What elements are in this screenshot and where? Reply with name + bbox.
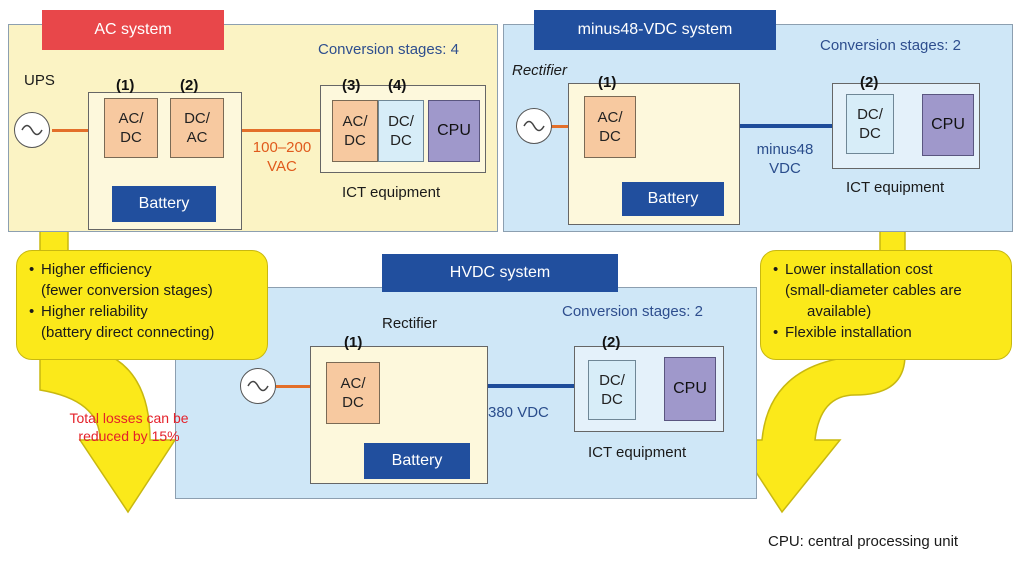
conv-label-top: AC/	[597, 109, 623, 126]
conv-label-bottom: DC	[120, 129, 142, 146]
sine-wave-icon	[247, 380, 269, 392]
voltage-line-1: minus48	[756, 141, 814, 158]
voltage-line-1: 100–200	[252, 139, 312, 156]
right-curved-arrow	[733, 217, 906, 514]
voltage-line-2: VDC	[769, 160, 801, 177]
callout-item: Flexible installation	[773, 322, 999, 343]
conv-label-bottom: DC	[342, 394, 364, 411]
hvdc-converter-1: AC/DC	[326, 362, 380, 424]
callout-line: (fewer conversion stages)	[41, 282, 213, 299]
loss-reduction-note: Total losses can be reduced by 15%	[40, 409, 218, 445]
hvdc-conversion-stages: Conversion stages: 2	[562, 303, 703, 320]
callout-line: Lower installation cost	[785, 261, 933, 278]
callout-item: Higher reliability (battery direct conne…	[29, 301, 255, 343]
ac-converter-4: DC/DC	[378, 100, 424, 162]
ac-system-title: AC system	[42, 10, 224, 50]
dc48-converter-2: DC/DC	[846, 94, 894, 154]
ac-battery: Battery	[112, 186, 216, 222]
right-benefits-callout: Lower installation cost (small-diameter …	[760, 250, 1012, 360]
voltage-line-2: VAC	[267, 158, 297, 175]
ac-conversion-stages: Conversion stages: 4	[318, 41, 459, 58]
hvdc-system-title: HVDC system	[382, 254, 618, 292]
conv-label-top: AC/	[118, 110, 144, 127]
dc48-stage-1: (1)	[598, 74, 617, 91]
ac-ict-label: ICT equipment	[342, 184, 441, 201]
callout-item: Lower installation cost (small-diameter …	[773, 259, 999, 322]
sine-wave-icon	[21, 124, 43, 136]
callout-line: Higher reliability	[41, 303, 148, 320]
ac-stage-3: (3)	[342, 77, 361, 94]
ac-cpu: CPU	[428, 100, 480, 162]
hvdc-cpu: CPU	[664, 357, 716, 421]
callout-line: Higher efficiency	[41, 261, 152, 278]
dc48-system-title: minus48-VDC system	[534, 10, 776, 50]
dc48-conversion-stages: Conversion stages: 2	[820, 37, 961, 54]
ac-line-conv2-to-ict	[232, 129, 332, 132]
dc48-battery: Battery	[622, 182, 724, 216]
hvdc-voltage-label: 380 VDC	[488, 404, 549, 421]
callout-line: Flexible installation	[785, 324, 912, 341]
conv-label-top: AC/	[342, 113, 368, 130]
sine-wave-icon	[523, 120, 545, 132]
conv-label-top: AC/	[340, 375, 366, 392]
dc48-ac-source	[516, 108, 552, 144]
conv-label-bottom: DC	[344, 132, 366, 149]
conv-label-top: DC/	[599, 372, 625, 389]
ac-stage-4: (4)	[388, 77, 407, 94]
callout-line: available)	[807, 303, 872, 320]
ac-stage-2: (2)	[180, 77, 199, 94]
conv-label-bottom: DC	[390, 132, 412, 149]
callout-line: (small-diameter cables are	[785, 282, 962, 299]
left-benefits-callout: Higher efficiency (fewer conversion stag…	[16, 250, 268, 360]
dc48-dc-line	[636, 124, 848, 128]
conv-label-bottom: DC	[599, 128, 621, 145]
conv-label-top: DC/	[184, 110, 210, 127]
ac-line-ups-to-conv1	[52, 129, 104, 132]
dc48-ict-label: ICT equipment	[846, 179, 945, 196]
conv-label-bottom: DC	[859, 125, 881, 142]
callout-item: Higher efficiency (fewer conversion stag…	[29, 259, 255, 301]
ups-label: UPS	[24, 72, 55, 89]
cpu-footnote: CPU: central processing unit	[768, 533, 959, 550]
hvdc-battery: Battery	[364, 443, 470, 479]
hvdc-ict-label: ICT equipment	[588, 444, 687, 461]
hvdc-stage-2: (2)	[602, 334, 621, 351]
ac-converter-2: DC/AC	[170, 98, 224, 158]
note-line-2: reduced by 15%	[78, 428, 180, 444]
dc48-cpu: CPU	[922, 94, 974, 156]
ac-stage-1: (1)	[116, 77, 135, 94]
hvdc-ac-source	[240, 368, 276, 404]
conv-label-bottom: DC	[601, 391, 623, 408]
hvdc-stage-1: (1)	[344, 334, 363, 351]
hvdc-line-source-to-rect	[276, 385, 328, 388]
ac-converter-1: AC/DC	[104, 98, 158, 158]
note-line-1: Total losses can be	[69, 410, 189, 426]
ups-source	[14, 112, 50, 148]
hvdc-converter-2: DC/DC	[588, 360, 636, 420]
callout-line: (battery direct connecting)	[41, 324, 215, 341]
conv-label-top: DC/	[388, 113, 414, 130]
conv-label-top: DC/	[857, 106, 883, 123]
conv-label-bottom: AC	[186, 129, 208, 146]
dc48-rectifier-label: Rectifier	[512, 62, 568, 79]
dc48-stage-2: (2)	[860, 74, 879, 91]
dc48-converter-1: AC/DC	[584, 96, 636, 158]
hvdc-rectifier-label: Rectifier	[382, 315, 438, 332]
ac-converter-3: AC/DC	[332, 100, 378, 162]
